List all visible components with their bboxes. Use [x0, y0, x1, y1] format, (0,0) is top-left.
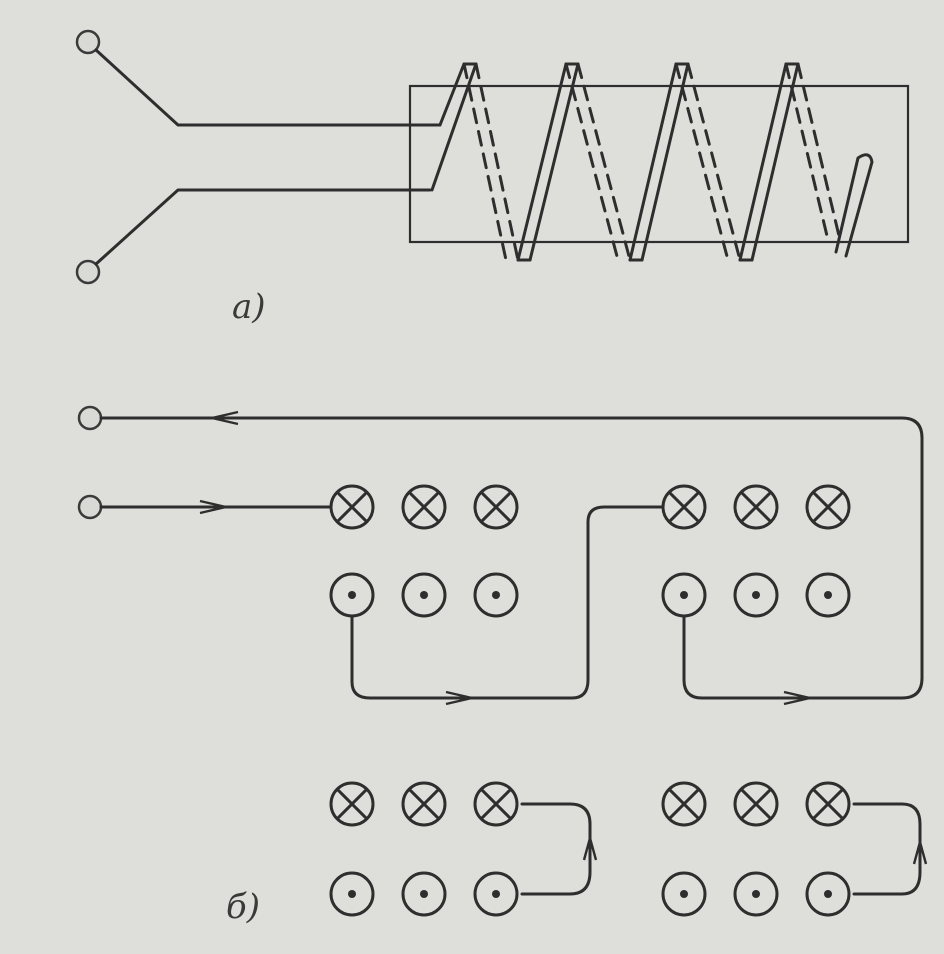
conductor-group	[329, 484, 851, 917]
conductor-out-icon	[329, 871, 375, 917]
conductor-out-icon	[661, 871, 707, 917]
coil-front-turns	[430, 62, 800, 262]
terminal-b-bottom	[77, 494, 103, 520]
conductor-into-icon	[733, 781, 779, 827]
conductor-into-icon	[329, 484, 375, 530]
lead-wire-bottom	[94, 188, 432, 266]
arrow-connection-1	[445, 690, 473, 706]
conductor-into-icon	[805, 781, 851, 827]
lead-wire-top	[94, 48, 442, 127]
coil-back-turns	[462, 62, 842, 262]
conductor-into-icon	[661, 484, 707, 530]
label-b: б)	[226, 887, 260, 927]
conductor-into-icon	[733, 484, 779, 530]
conductor-into-icon	[329, 781, 375, 827]
conductor-into-icon	[473, 781, 519, 827]
arrow-input	[199, 499, 227, 515]
conductor-diagram: б)	[77, 405, 928, 927]
arrow-loop-left	[582, 833, 598, 861]
conductor-into-icon	[401, 484, 447, 530]
arrow-return	[211, 410, 239, 426]
return-wire	[99, 416, 924, 700]
conductor-into-icon	[661, 781, 707, 827]
core-outline	[408, 84, 910, 244]
conductor-out-icon	[805, 572, 851, 618]
arrow-loop-right	[912, 837, 928, 865]
terminal-a-top	[75, 29, 101, 55]
conductor-out-icon	[473, 871, 519, 917]
end-loop-left	[520, 802, 592, 896]
end-loop-right	[852, 802, 922, 896]
conductor-into-icon	[805, 484, 851, 530]
conductor-out-icon	[473, 572, 519, 618]
conductor-into-icon	[473, 484, 519, 530]
conductor-out-icon	[661, 572, 707, 618]
conductor-out-icon	[805, 871, 851, 917]
connection-wire	[350, 505, 664, 700]
conductor-out-icon	[401, 572, 447, 618]
arrow-connection-2	[783, 690, 811, 706]
coil-diagram: a)	[75, 29, 910, 327]
coil-end	[834, 153, 874, 258]
terminal-a-bottom	[75, 259, 101, 285]
label-a: a)	[232, 287, 266, 327]
conductor-into-icon	[401, 781, 447, 827]
conductor-out-icon	[401, 871, 447, 917]
conductor-out-icon	[733, 871, 779, 917]
terminal-b-top	[77, 405, 103, 431]
conductor-out-icon	[329, 572, 375, 618]
conductor-out-icon	[733, 572, 779, 618]
